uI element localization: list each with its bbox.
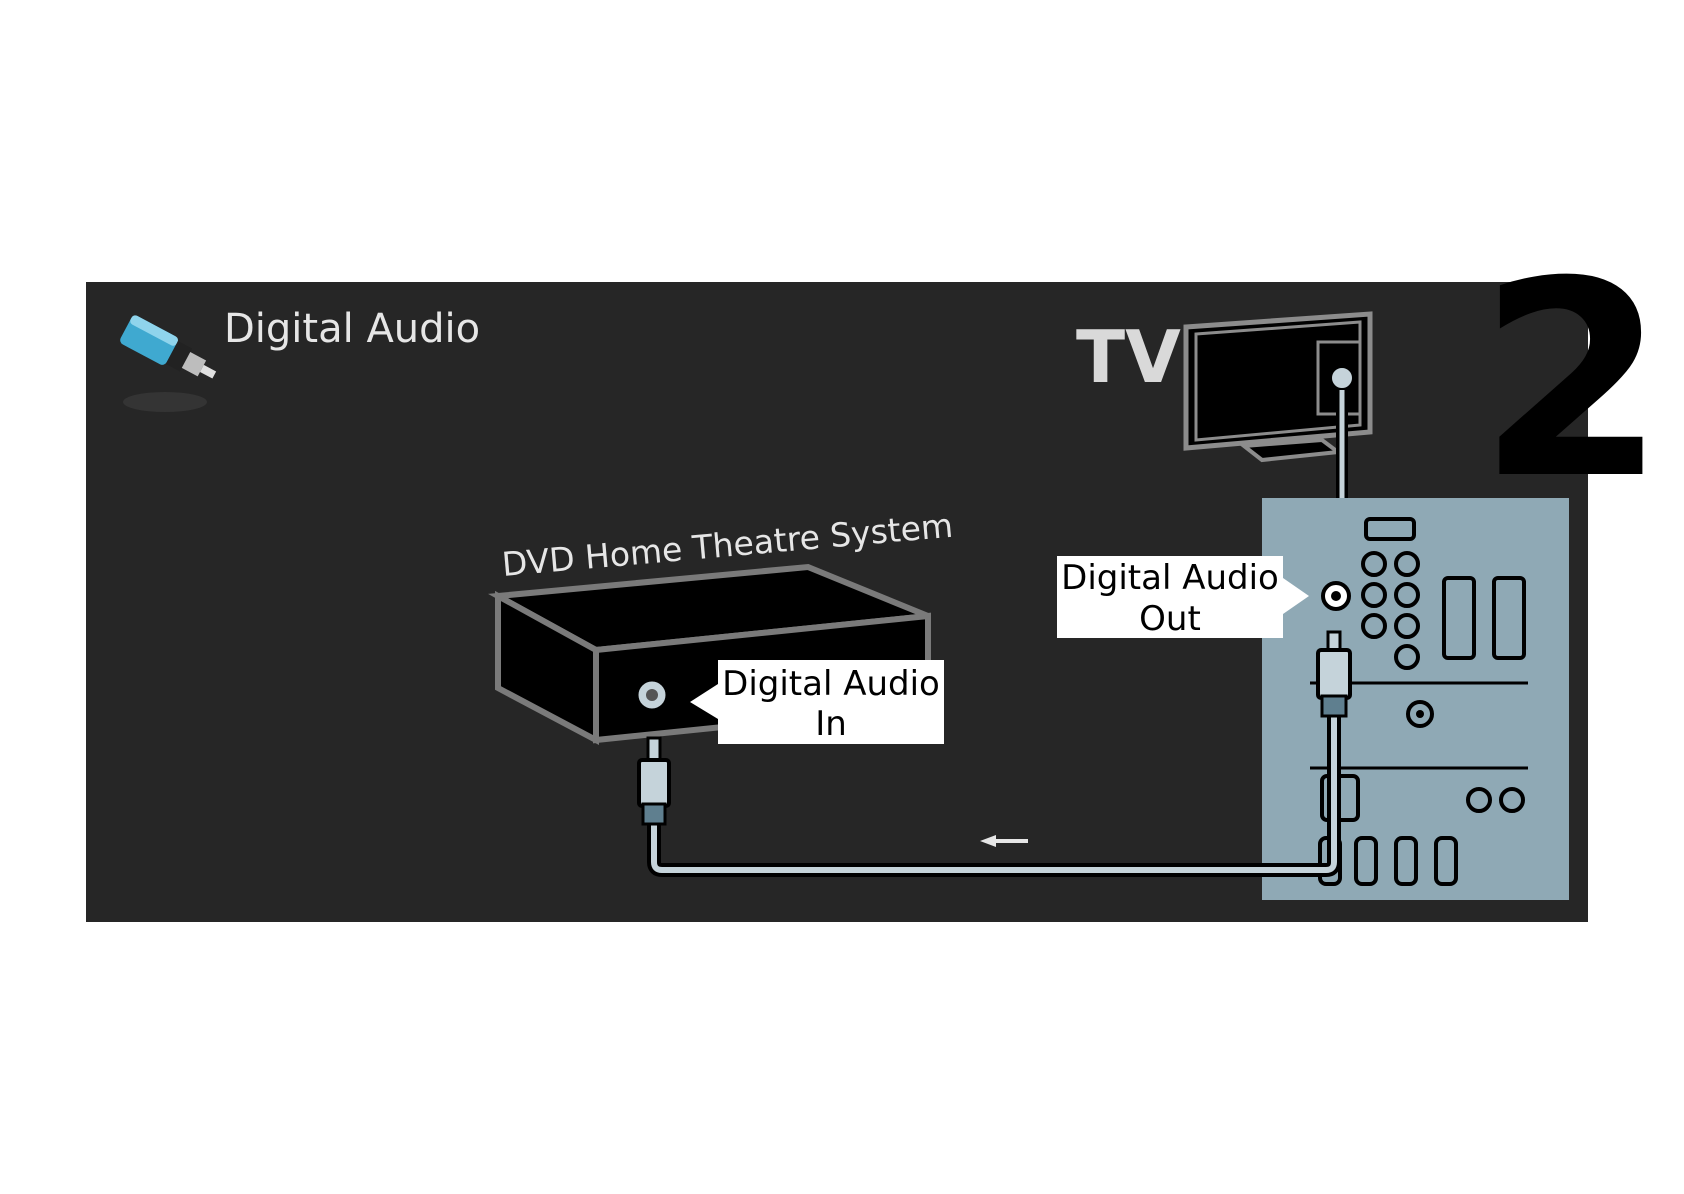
component-port-2 — [1492, 576, 1526, 660]
cable-plug-dvd-end — [637, 736, 671, 826]
tv-label: TV — [1076, 315, 1181, 399]
scart-port — [1364, 517, 1416, 541]
rca-plug-icon — [120, 315, 217, 412]
tv-icon — [1183, 311, 1373, 463]
antenna-port — [1406, 700, 1434, 728]
hdmi-ports — [1318, 836, 1458, 886]
callout-digital-audio-out: Digital Audio Out — [1057, 556, 1309, 639]
component-port-1 — [1442, 576, 1476, 660]
arrow-left-icon — [980, 835, 1028, 847]
callout-in-line2: In — [815, 704, 847, 744]
tv-connector-panel — [1262, 498, 1569, 900]
callout-out-line2: Out — [1139, 599, 1201, 639]
callout-out-line1: Digital Audio — [1061, 558, 1279, 598]
step-number: 2 — [1478, 223, 1666, 538]
callout-digital-audio-in: Digital Audio In — [690, 660, 944, 744]
rca-ports — [1361, 551, 1420, 670]
page-title: Digital Audio — [224, 306, 480, 352]
audio-cable — [647, 712, 1341, 877]
cable-plug-tv-end — [1316, 630, 1352, 718]
callout-in-line1: Digital Audio — [722, 664, 940, 704]
